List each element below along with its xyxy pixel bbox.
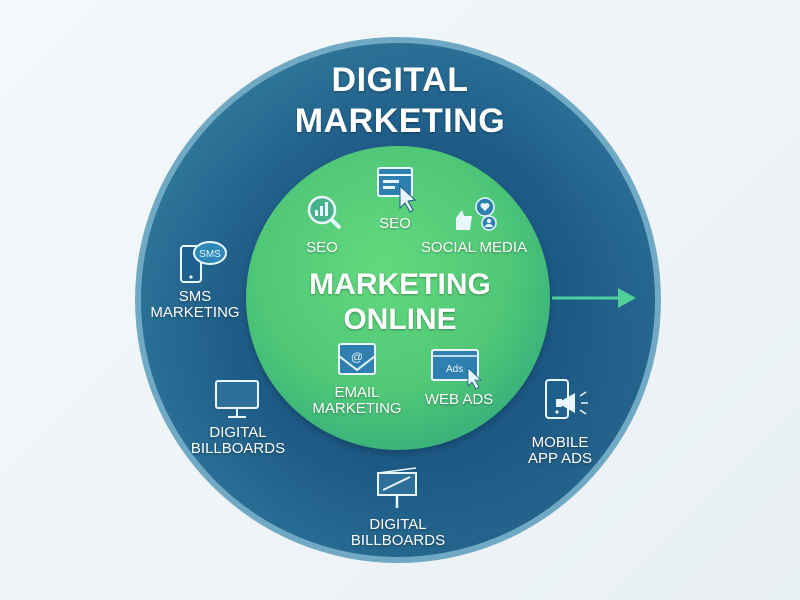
svg-text:SMS: SMS	[199, 249, 221, 260]
email-envelope-icon: @	[338, 343, 376, 375]
outer-item-digital-billboards-bottom: DIGITAL BILLBOARDS	[350, 516, 446, 549]
inner-item-seo-2: SEO	[379, 215, 411, 232]
inner-item-social-media: SOCIAL MEDIA	[420, 239, 528, 256]
inner-item-email-marketing: EMAIL MARKETING	[312, 384, 402, 417]
svg-text:@: @	[351, 350, 363, 364]
browser-cursor-icon	[377, 167, 417, 213]
center-title: MARKETING ONLINE	[309, 268, 491, 336]
svg-text:Ads: Ads	[446, 364, 463, 375]
inner-item-web-ads: WEB ADS	[424, 391, 494, 408]
magnifier-chart-icon	[307, 195, 342, 230]
outer-item-mobile-app-ads: MOBILE APP ADS	[528, 434, 592, 467]
inner-item-seo-1: SEO	[306, 239, 338, 256]
mobile-megaphone-icon	[545, 379, 588, 419]
monitor-icon	[215, 380, 259, 418]
diagram-title: DIGITAL MARKETING	[294, 61, 506, 140]
outer-item-sms-marketing: SMS MARKETING	[150, 288, 240, 321]
web-ads-icon: Ads	[431, 349, 483, 390]
right-arrow-icon	[552, 288, 636, 308]
sms-phone-icon: SMS	[180, 241, 227, 283]
social-thumbs-up-icon	[456, 197, 497, 231]
outer-item-digital-billboards-left: DIGITAL BILLBOARDS	[190, 424, 286, 457]
billboard-icon	[377, 467, 417, 508]
